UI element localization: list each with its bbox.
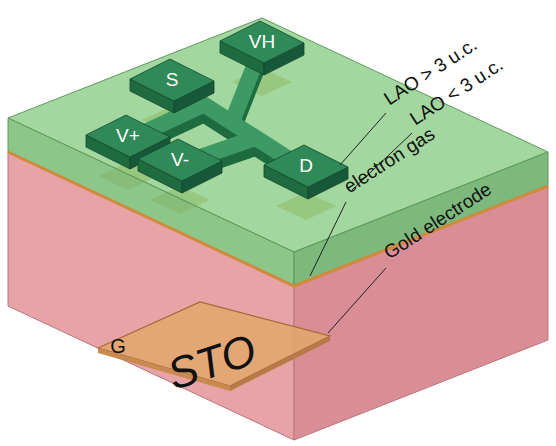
contact-pads xyxy=(86,21,348,199)
contact-label: V- xyxy=(171,150,189,171)
contact-label: D xyxy=(299,156,313,177)
contact-label: V+ xyxy=(116,126,140,147)
contact-label: S xyxy=(166,70,179,91)
gate-label: G xyxy=(110,335,126,357)
contact-label: VH xyxy=(249,32,275,53)
